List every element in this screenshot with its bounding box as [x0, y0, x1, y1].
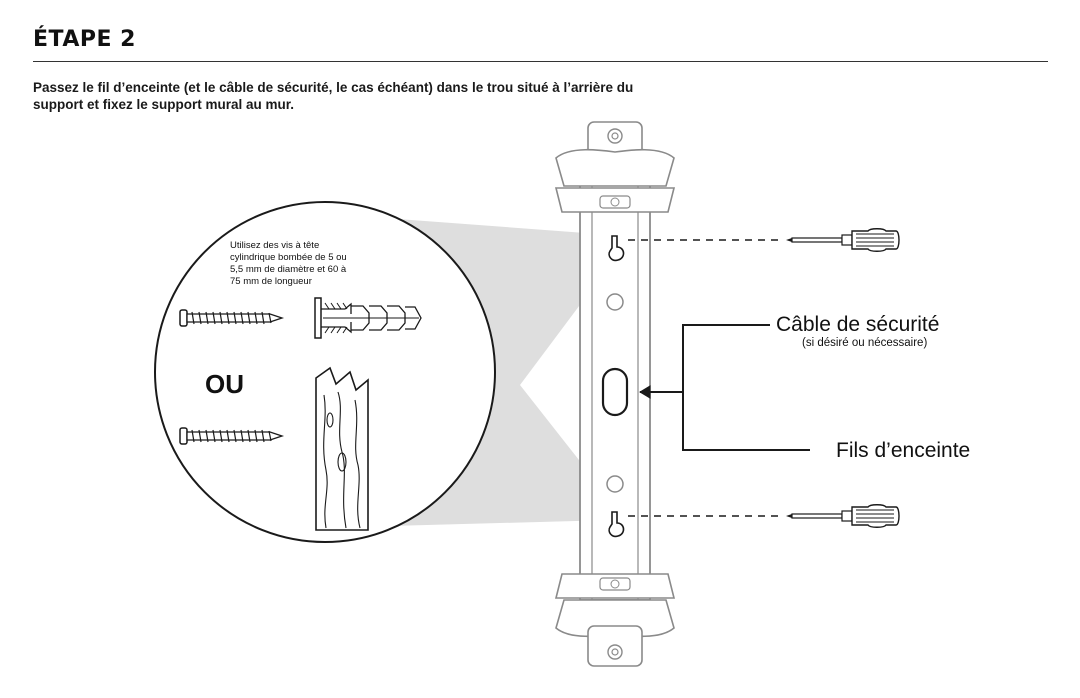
wires-title: Fils d’enceinte: [836, 439, 970, 462]
title-divider: [33, 61, 1048, 62]
cable-title: Câble de sécurité: [776, 313, 939, 336]
detail-magnifier: Utilisez des vis à tête cylindrique bomb…: [154, 201, 496, 543]
note-line-3: 5,5 mm de diamètre et 60 à: [230, 264, 347, 275]
wall-anchor-icon: [314, 297, 422, 339]
or-label: OU: [205, 369, 244, 399]
keyhole-slot-icon: [608, 511, 625, 538]
instructions-line-1: Passez le fil d’enceinte (et le câble de…: [33, 80, 634, 95]
wall-bracket: [554, 121, 676, 667]
note-line-2: cylindrique bombée de 5 ou: [230, 252, 347, 263]
keyhole-slot-icon: [608, 235, 625, 262]
page-title: ÉTAPE 2: [33, 27, 136, 52]
bracket-hole: [606, 475, 624, 493]
wood-stud-icon: [315, 366, 369, 531]
note-text: Utilisez des vis à tête cylindrique bomb…: [230, 240, 347, 287]
screwdriver-icon: [786, 504, 900, 528]
screw-icon: [179, 427, 285, 445]
instructions-line-2: support et fixez le support mural au mur…: [33, 97, 295, 112]
bracket-bottom-clamp: [554, 573, 676, 667]
callout-connector: [639, 324, 810, 451]
cable-subtitle: (si désiré ou nécessaire): [802, 337, 927, 349]
screwdriver-icon: [786, 228, 900, 252]
note-line-1: Utilisez des vis à tête: [230, 240, 319, 251]
note-line-4: 75 mm de longueur: [230, 276, 312, 287]
cable-pass-through-hole: [601, 367, 629, 417]
screw-icon: [179, 309, 285, 327]
bracket-top-clamp: [554, 121, 676, 213]
bracket-hole: [606, 293, 624, 311]
instructions-text: Passez le fil d’enceinte (et le câble de…: [33, 79, 753, 113]
